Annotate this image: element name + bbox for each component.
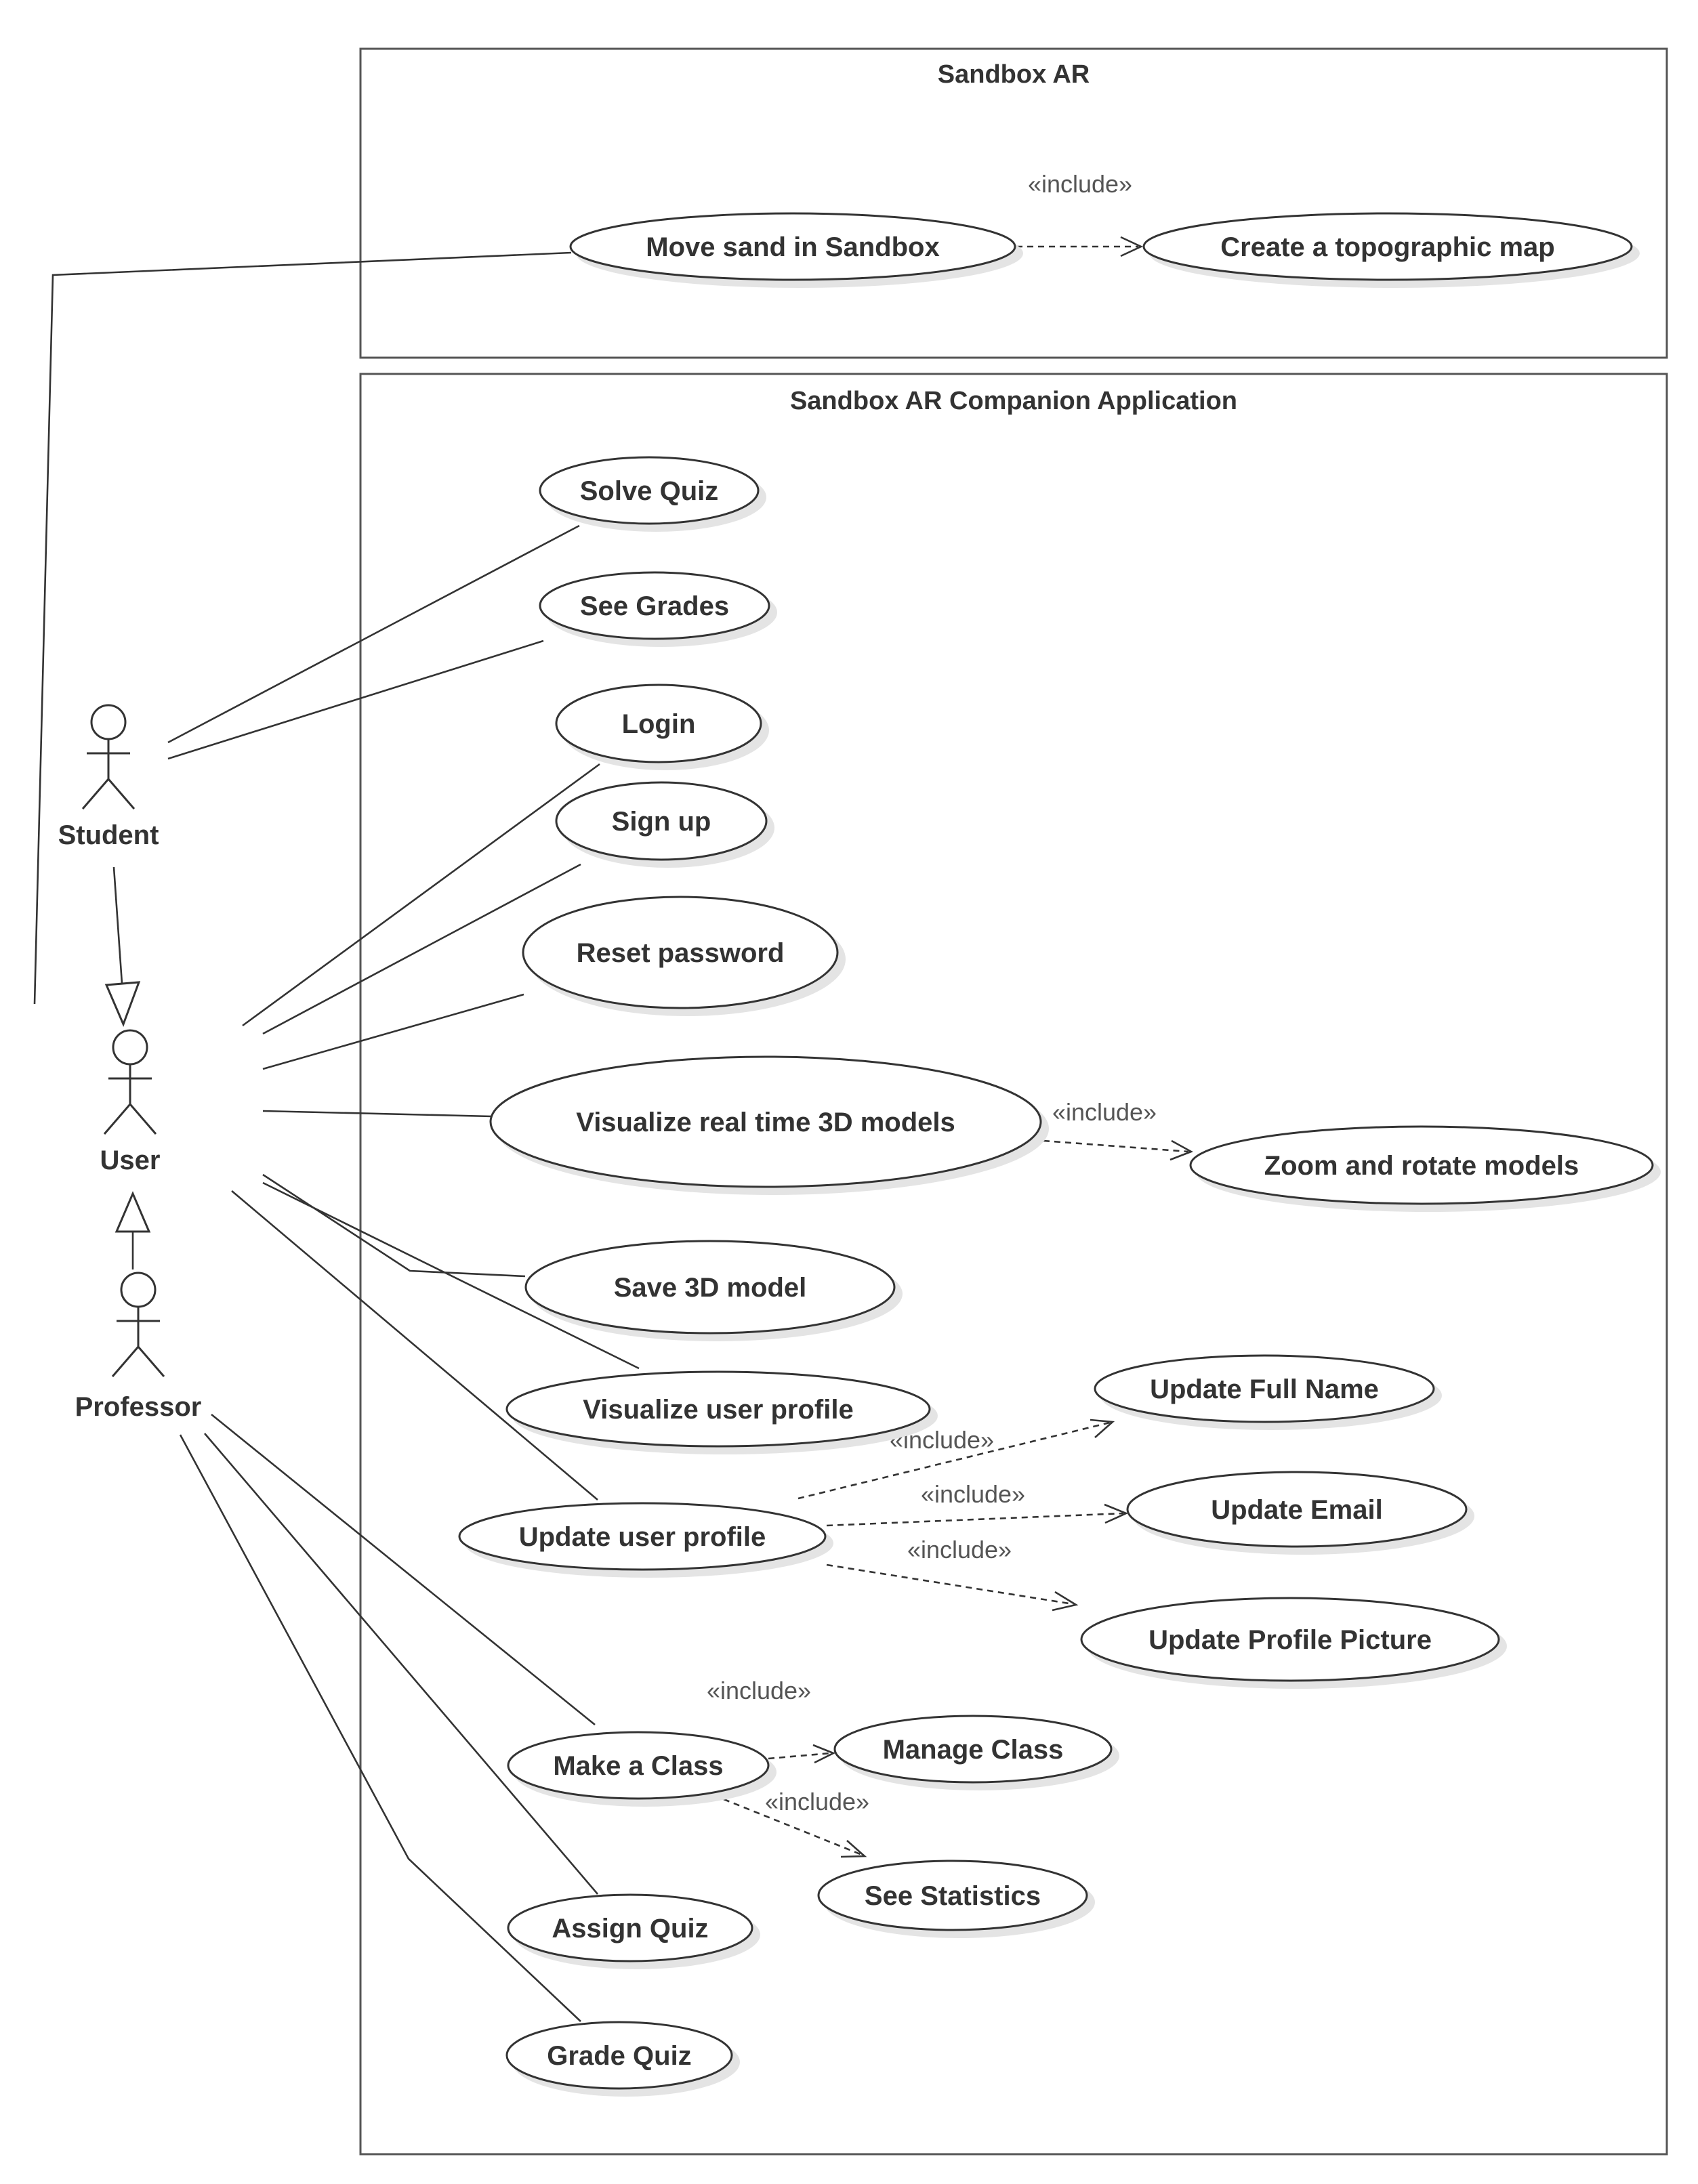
use-case-label: See Statistics	[865, 1881, 1041, 1911]
student-actor	[81, 704, 136, 810]
include-arrowhead	[1052, 1591, 1079, 1612]
include-stereotype-label: «include»	[765, 1788, 869, 1815]
use-case-move-sand: Move sand in Sandbox	[569, 212, 1023, 288]
include-make-class-manage-class	[768, 1752, 831, 1760]
use-case-label: Update user profile	[519, 1522, 766, 1552]
use-case-label: Update Email	[1211, 1495, 1382, 1525]
include-stereotype-label: «include»	[921, 1480, 1025, 1508]
use-case-label: See Grades	[580, 591, 729, 621]
use-case-label: Visualize real time 3D models	[576, 1108, 955, 1137]
include-arrowhead	[812, 1744, 836, 1764]
include-visualize-3d-zoom	[1043, 1139, 1189, 1153]
use-case-manage-class: Manage Class	[833, 1715, 1119, 1790]
use-case-label: Solve Quiz	[580, 476, 719, 506]
use-case-see-grades: See Grades	[539, 571, 777, 647]
use-case-update-email: Update Email	[1126, 1471, 1474, 1555]
use-case-label: Update Full Name	[1150, 1374, 1379, 1404]
use-case-save-3d: Save 3D model	[524, 1240, 903, 1341]
association-user-visualize-profile	[262, 1181, 640, 1370]
include-arrowhead	[1169, 1139, 1194, 1161]
include-update-profile-picture	[826, 1563, 1074, 1605]
association-student-see-grades	[167, 639, 544, 760]
use-case-label: Save 3D model	[614, 1273, 807, 1303]
companion-app-boundary	[359, 373, 1668, 2156]
association-user-visualize-3d	[262, 1110, 493, 1118]
association-professor-make-class	[211, 1413, 596, 1726]
use-case-label: Update Profile Picture	[1148, 1625, 1432, 1655]
association-student-solve-quiz	[167, 524, 580, 744]
association-professor-assign-quiz	[204, 1433, 598, 1895]
include-update-profile-email	[826, 1512, 1124, 1527]
use-case-label: Login	[622, 709, 696, 739]
association-user-sign-up	[262, 863, 581, 1035]
association-professor-grade-quiz	[179, 1434, 581, 2022]
use-case-label: Sign up	[612, 807, 711, 837]
use-case-label: Assign Quiz	[552, 1914, 708, 1944]
association-user-save-3d	[262, 1173, 526, 1278]
use-case-update-profile: Update user profile	[458, 1502, 833, 1578]
include-stereotype-label: «include»	[1052, 1098, 1157, 1126]
use-case-label: Reset password	[577, 938, 785, 968]
association-user-update-profile	[231, 1190, 598, 1500]
include-arrowhead	[840, 1840, 867, 1858]
generalization-student-user-head	[104, 981, 141, 1028]
use-case-update-full-name: Update Full Name	[1094, 1354, 1442, 1430]
user-label: User	[100, 1146, 161, 1175]
generalization-professor-user-head	[115, 1191, 151, 1233]
use-case-make-class: Make a Class	[507, 1731, 776, 1807]
use-case-create-map: Create a topographic map	[1142, 212, 1640, 288]
professor-head	[120, 1272, 157, 1308]
include-stereotype-label: «include»	[707, 1677, 811, 1704]
include-arrowhead	[1104, 1503, 1129, 1524]
use-case-grade-quiz: Grade Quiz	[505, 2021, 740, 2097]
include-arrowhead	[1090, 1419, 1115, 1438]
use-case-visualize-3d: Visualize real time 3D models	[489, 1055, 1049, 1195]
use-case-label: Zoom and rotate models	[1264, 1151, 1579, 1181]
use-case-solve-quiz: Solve Quiz	[539, 456, 766, 532]
companion-app-title: Sandbox AR Companion Application	[790, 387, 1237, 415]
user-head	[112, 1029, 148, 1066]
use-case-label: Grade Quiz	[547, 2041, 691, 2071]
include-stereotype-label: «include»	[1028, 170, 1132, 198]
student-label: Student	[58, 820, 159, 850]
student-head	[90, 704, 127, 740]
use-case-see-statistics: See Statistics	[817, 1860, 1095, 1938]
use-case-label: Create a topographic map	[1220, 232, 1554, 262]
use-case-label: Move sand in Sandbox	[646, 232, 939, 262]
use-case-update-picture: Update Profile Picture	[1080, 1597, 1507, 1689]
user-actor	[103, 1029, 157, 1135]
include-stereotype-label: «include»	[907, 1536, 1012, 1563]
use-case-label: Manage Class	[883, 1735, 1064, 1765]
use-case-visualize-profile: Visualize user profile	[505, 1370, 938, 1454]
use-case-login: Login	[555, 684, 769, 770]
professor-actor	[111, 1272, 165, 1377]
include-make-class-see-statistics	[723, 1798, 863, 1856]
include-arrowhead	[1120, 236, 1144, 257]
association-user-reset-password	[262, 993, 524, 1070]
professor-label: Professor	[75, 1392, 202, 1422]
use-case-label: Visualize user profile	[583, 1395, 853, 1425]
use-case-label: Make a Class	[553, 1751, 723, 1781]
use-case-sign-up: Sign up	[555, 781, 774, 868]
generalization-student-user-line	[112, 866, 123, 984]
use-case-zoom-rotate: Zoom and rotate models	[1189, 1125, 1661, 1212]
association-user-move-sand	[33, 251, 572, 1005]
use-case-assign-quiz: Assign Quiz	[507, 1893, 760, 1969]
sandbox-ar-boundary	[359, 47, 1668, 359]
use-case-reset-password: Reset password	[522, 896, 846, 1016]
association-user-login	[242, 763, 600, 1027]
sandbox-ar-title: Sandbox AR	[938, 60, 1090, 89]
